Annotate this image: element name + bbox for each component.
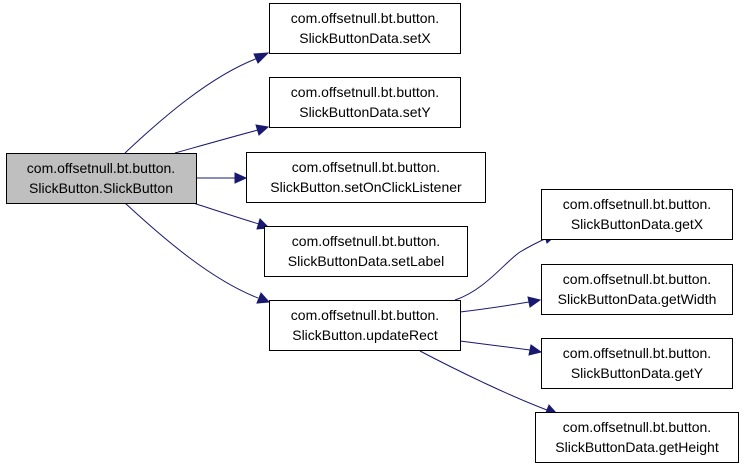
node-setX-line1: com.offsetnull.bt.button. xyxy=(291,10,439,26)
node-setY-line1: com.offsetnull.bt.button. xyxy=(291,84,439,100)
node-setLabel[interactable]: com.offsetnull.bt.button. SlickButtonDat… xyxy=(264,226,468,277)
node-getWidth-line2: SlickButtonData.getWidth xyxy=(558,291,717,307)
arrowhead-setX xyxy=(253,52,270,64)
node-updateRect[interactable]: com.offsetnull.bt.button. SlickButton.up… xyxy=(269,300,461,351)
node-setOnClickListener[interactable]: com.offsetnull.bt.button. SlickButton.se… xyxy=(246,152,486,203)
arrowhead-updateRect xyxy=(256,292,271,304)
node-getX-line1: com.offsetnull.bt.button. xyxy=(563,196,711,212)
edge-root-to-setX xyxy=(124,57,259,154)
node-setY[interactable]: com.offsetnull.bt.button. SlickButtonDat… xyxy=(269,77,461,128)
node-setOnClickListener-line1: com.offsetnull.bt.button. xyxy=(292,159,440,175)
node-getHeight-line1: com.offsetnull.bt.button. xyxy=(563,419,711,435)
edge-updateRect-to-getWidth xyxy=(459,301,530,313)
node-getWidth-line1: com.offsetnull.bt.button. xyxy=(563,271,711,287)
node-getY-line2: SlickButtonData.getY xyxy=(571,365,704,381)
node-setLabel-line2: SlickButtonData.setLabel xyxy=(288,253,444,269)
node-setX-line2: SlickButtonData.setX xyxy=(299,30,431,46)
edge-root-to-updateRect xyxy=(124,202,259,299)
node-getY-line1: com.offsetnull.bt.button. xyxy=(563,345,711,361)
node-setX[interactable]: com.offsetnull.bt.button. SlickButtonDat… xyxy=(269,3,461,54)
edge-updateRect-to-getY xyxy=(459,340,531,351)
node-root-line2: SlickButton.SlickButton xyxy=(29,180,173,196)
edge-updateRect-to-getHeight xyxy=(419,350,548,411)
edge-root-to-setLabel xyxy=(189,201,260,225)
node-getWidth[interactable]: com.offsetnull.bt.button. SlickButtonDat… xyxy=(541,264,733,315)
arrowhead-setY xyxy=(255,124,270,136)
node-setOnClickListener-line2: SlickButton.setOnClickListener xyxy=(270,179,462,195)
node-updateRect-line2: SlickButton.updateRect xyxy=(292,327,438,343)
node-getHeight[interactable]: com.offsetnull.bt.button. SlickButtonDat… xyxy=(535,412,739,463)
node-getHeight-line2: SlickButtonData.getHeight xyxy=(555,439,719,455)
node-root-line1: com.offsetnull.bt.button. xyxy=(27,160,175,176)
node-setLabel-line1: com.offsetnull.bt.button. xyxy=(292,233,440,249)
edge-root-to-setY xyxy=(174,129,259,154)
node-root[interactable]: com.offsetnull.bt.button. SlickButton.Sl… xyxy=(6,153,197,204)
arrowhead-setOnClickListener xyxy=(234,172,248,184)
arrowhead-getY xyxy=(528,344,543,356)
node-getX-line2: SlickButtonData.getX xyxy=(571,216,704,232)
node-getY[interactable]: com.offsetnull.bt.button. SlickButtonDat… xyxy=(541,338,733,389)
edge-updateRect-to-getX xyxy=(454,237,548,301)
node-updateRect-line1: com.offsetnull.bt.button. xyxy=(291,307,439,323)
node-getX[interactable]: com.offsetnull.bt.button. SlickButtonDat… xyxy=(541,189,733,240)
node-setY-line2: SlickButtonData.setY xyxy=(299,104,431,120)
arrowhead-getWidth xyxy=(527,296,542,308)
